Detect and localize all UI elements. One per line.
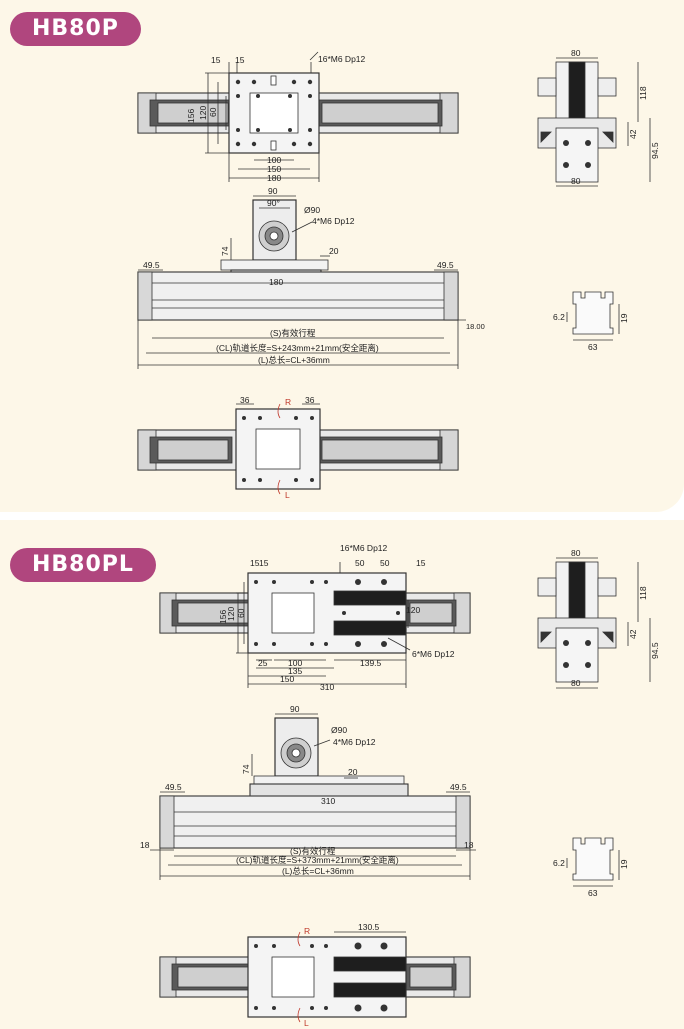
front-tapped-label: 4*M6 Dp12	[333, 737, 376, 747]
left-side-18: 18	[140, 840, 150, 850]
dim-150: 150	[267, 164, 281, 174]
carriage-length: 180	[269, 277, 283, 287]
bore-diameter: Ø90	[304, 205, 320, 215]
hb80p-drawings: 15 15 16*M6 Dp12 156 120 60 100 150 180 …	[137, 48, 660, 500]
rail-length-label: (CL)轨道长度=S+243mm+21mm(安全距离)	[216, 343, 379, 353]
hb80p-panel: HB80P	[0, 0, 684, 512]
dim-50-b: 50	[380, 558, 390, 568]
hb80pl-panel: HB80PL	[0, 520, 684, 1029]
dim-20: 20	[329, 246, 339, 256]
end-view	[537, 57, 651, 187]
left-end-dim: 49.5	[165, 782, 182, 792]
tapped-holes-label: 16*M6 Dp12	[340, 543, 388, 553]
model-badge: HB80PL	[10, 548, 156, 582]
dim-60: 60	[236, 608, 246, 618]
tapped-holes-label: 16*M6 Dp12	[318, 54, 366, 64]
bottom-view	[159, 931, 471, 1023]
profile-63: 63	[588, 342, 598, 352]
side-dim: 18.00	[466, 322, 485, 331]
dim-120: 120	[198, 106, 208, 120]
dim-15-left: 15	[211, 55, 221, 65]
end-height-94-5: 94.5	[650, 642, 660, 659]
l-mark: L	[285, 490, 290, 500]
end-height-42: 42	[628, 129, 638, 139]
dim-150: 150	[280, 674, 294, 684]
end-base-80: 80	[571, 678, 581, 688]
right-side-18: 18	[464, 840, 474, 850]
dim-135: 135	[288, 666, 302, 676]
dim-180: 180	[267, 173, 281, 183]
dim-20: 20	[348, 767, 358, 777]
profile-6-2: 6.2	[553, 312, 565, 322]
bottom-dim-36-left: 36	[240, 395, 250, 405]
dim-100: 100	[267, 155, 281, 165]
r-mark: R	[285, 397, 291, 407]
profile-view	[566, 291, 620, 341]
l-mark: L	[304, 1018, 309, 1028]
dim-74: 74	[241, 764, 251, 774]
dim-120: 120	[226, 607, 236, 621]
total-length-label: (L)总长=CL+36mm	[282, 866, 354, 876]
stroke-label: (S)有效行程	[290, 846, 336, 856]
end-height-118: 118	[638, 86, 648, 100]
model-badge: HB80P	[10, 12, 141, 46]
dim-50-a: 50	[355, 558, 365, 568]
profile-6-2: 6.2	[553, 858, 565, 868]
end-height-42: 42	[628, 629, 638, 639]
front-view	[150, 713, 476, 880]
dim-74: 74	[220, 246, 230, 256]
dim-100: 100	[288, 658, 302, 668]
front-view	[137, 195, 466, 369]
r-mark: R	[304, 926, 310, 936]
dim-310: 310	[320, 682, 334, 692]
end-width-80: 80	[571, 548, 581, 558]
left-end-dim: 49.5	[143, 260, 160, 270]
profile-19: 19	[619, 859, 629, 869]
dim-60: 60	[208, 107, 218, 117]
end-width-80: 80	[571, 48, 581, 58]
profile-19: 19	[619, 313, 629, 323]
dim-156: 156	[186, 109, 196, 123]
front-tapped-label: 4*M6 Dp12	[312, 216, 355, 226]
dim-139-5: 139.5	[360, 658, 382, 668]
rail-length-label: (CL)轨道长度=S+373mm+21mm(安全距离)	[236, 855, 399, 865]
top-view	[137, 51, 459, 182]
end-height-118: 118	[638, 586, 648, 600]
dim-15-right: 15	[235, 55, 245, 65]
end-base-80: 80	[571, 176, 581, 186]
bore-diameter: Ø90	[331, 725, 347, 735]
right-end-dim: 49.5	[437, 260, 454, 270]
dim-25: 25	[258, 658, 268, 668]
total-length-label: (L)总长=CL+36mm	[258, 355, 330, 365]
end-view	[537, 557, 651, 689]
dim-15-a: 15	[250, 558, 260, 568]
dim-15-b: 15	[259, 558, 269, 568]
dim-90: 90	[268, 186, 278, 196]
dim-15-c: 15	[416, 558, 426, 568]
top-view	[159, 562, 471, 688]
profile-view	[566, 837, 620, 887]
bottom-dim-36-right: 36	[305, 395, 315, 405]
dim-120-right: 120	[406, 605, 420, 615]
profile-63: 63	[588, 888, 598, 898]
right-end-dim: 49.5	[450, 782, 467, 792]
hb80pl-drawings: 16*M6 Dp12 15 15 50 50 15 156 120 60 120…	[140, 543, 660, 1028]
carriage-length: 310	[321, 796, 335, 806]
dim-156: 156	[218, 610, 228, 624]
bottom-view	[137, 403, 459, 495]
stroke-label: (S)有效行程	[270, 328, 316, 338]
end-height-94-5: 94.5	[650, 142, 660, 159]
bottom-dim-130-5: 130.5	[358, 922, 380, 932]
bottom-tapped-label: 6*M6 Dp12	[412, 649, 455, 659]
angle-90: 90°	[267, 198, 280, 208]
dim-90: 90	[290, 704, 300, 714]
